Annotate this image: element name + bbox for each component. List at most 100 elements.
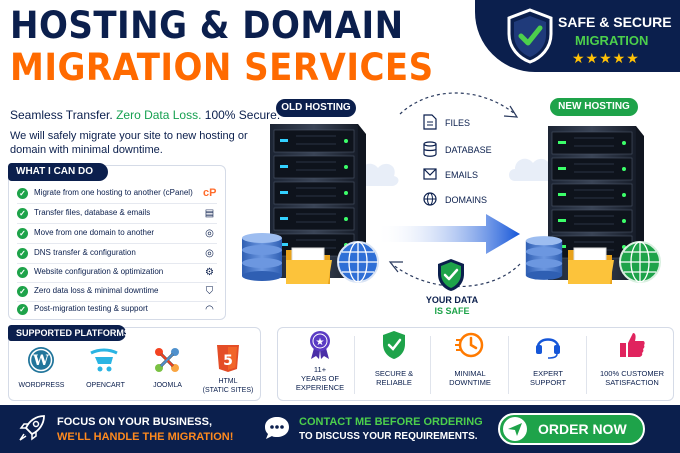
cpanel-icon: cP — [203, 187, 217, 199]
new-hosting-label: NEW HOSTING — [550, 98, 638, 116]
new-server-icon — [548, 126, 644, 280]
feature-experience: ★ 11+ YEARS OF EXPERIENCE — [282, 330, 358, 392]
service-separator — [17, 263, 217, 264]
chat-icon — [265, 417, 289, 439]
shield-icon: ⛉ — [205, 286, 214, 297]
star-rating: ★★★★★ — [572, 50, 640, 66]
service-separator — [17, 203, 217, 204]
services-panel — [8, 165, 226, 320]
service-label: Transfer files, database & emails — [34, 208, 151, 217]
service-item: ✓ Transfer files, database & emails ▤ — [17, 205, 222, 223]
headset-icon: ◠ — [205, 304, 214, 315]
award-icon: ★ — [310, 331, 330, 359]
feature-label: 11+ YEARS OF EXPERIENCE — [295, 365, 345, 392]
badge-line-2: MIGRATION — [575, 33, 649, 48]
platform-html-label: HTML (STATIC SITES) — [202, 378, 254, 394]
check-icon: ✓ — [17, 304, 28, 315]
features-panel — [277, 327, 674, 401]
tagline-part-3: 100% Secure. — [204, 108, 281, 122]
service-label: DNS transfer & configuration — [34, 248, 136, 257]
shield-check-icon — [383, 331, 405, 359]
contact-line-2: TO DISCUSS YOUR REQUIREMENTS. — [299, 431, 478, 442]
badge-line-1: SAFE & SECURE — [558, 14, 672, 30]
svg-text:W: W — [32, 353, 49, 369]
rocket-icon — [19, 415, 45, 441]
order-now-button[interactable]: ORDER NOW — [498, 413, 645, 445]
check-icon: ✓ — [17, 188, 28, 199]
opencart-icon — [90, 348, 118, 372]
globe-icon — [619, 241, 661, 283]
title-line-1: HOSTING & DOMAIN — [10, 4, 404, 47]
tagline: Seamless Transfer. Zero Data Loss. 100% … — [10, 108, 280, 122]
migration-arrow — [376, 214, 520, 254]
wordpress-icon: W — [28, 347, 54, 373]
service-label: Zero data loss & minimal downtime — [34, 286, 159, 295]
headset-icon — [536, 338, 560, 359]
feature-support: EXPERT SUPPORT — [510, 330, 586, 387]
feature-divider — [586, 336, 587, 394]
platform-wordpress-label: WORDPRESS — [18, 382, 65, 389]
service-separator — [17, 223, 217, 224]
html5-glyph: 5 — [223, 353, 233, 369]
platform-joomla-label: JOOMLA — [153, 382, 182, 389]
migration-item-label: DOMAINS — [445, 195, 488, 205]
service-label: Migrate from one hosting to another (cPa… — [34, 188, 193, 197]
feature-divider — [430, 336, 431, 394]
service-item: ✓ Migrate from one hosting to another (cP… — [17, 185, 222, 203]
cloud-icon — [509, 158, 554, 181]
services-heading: WHAT I CAN DO — [8, 163, 108, 181]
globe-icon: ◎ — [205, 248, 214, 259]
shield-check-icon — [438, 259, 464, 291]
file-icon: ▤ — [204, 208, 215, 219]
tagline-part-2: Zero Data Loss. — [116, 108, 202, 122]
send-icon — [508, 423, 522, 436]
send-icon-circle — [503, 417, 527, 441]
check-icon: ✓ — [17, 286, 28, 297]
feature-label: SECURE & RELIABLE — [374, 369, 414, 387]
feature-secure: SECURE & RELIABLE — [356, 330, 432, 387]
service-separator — [17, 301, 217, 302]
platforms-panel — [8, 327, 261, 401]
database-icon — [423, 141, 437, 157]
envelope-icon — [423, 168, 437, 180]
old-hosting-label: OLD HOSTING — [276, 99, 356, 117]
feature-label: 100% CUSTOMER SATISFACTION — [599, 369, 665, 387]
feature-downtime: MINIMAL DOWNTIME — [432, 330, 508, 387]
service-item: ✓Website configuration & optimization⚙ — [17, 264, 222, 282]
focus-line-1: FOCUS ON YOUR BUSINESS, — [57, 416, 213, 428]
thumbs-up-icon — [620, 333, 645, 357]
feature-divider — [354, 336, 355, 394]
globe-icon — [337, 241, 379, 283]
order-now-label: ORDER NOW — [538, 421, 627, 437]
service-item: ✓ DNS transfer & configuration ◎ — [17, 245, 222, 263]
platform-opencart-label: OPENCART — [86, 382, 125, 389]
globe-icon: ◎ — [205, 228, 214, 239]
svg-text:★: ★ — [316, 337, 325, 348]
feature-label: EXPERT SUPPORT — [529, 369, 567, 387]
check-icon: ✓ — [17, 208, 28, 219]
folder-icon — [286, 247, 332, 284]
feature-label: MINIMAL DOWNTIME — [449, 369, 491, 387]
service-item: ✓Post-migration testing & support◠ — [17, 301, 222, 319]
check-icon: ✓ — [17, 228, 28, 239]
check-icon: ✓ — [17, 267, 28, 278]
migration-item-label: EMAILS — [445, 170, 479, 180]
file-icon — [423, 114, 437, 130]
clock-icon — [455, 332, 484, 358]
feature-satisfaction: 100% CUSTOMER SATISFACTION — [590, 330, 674, 387]
check-icon: ✓ — [17, 248, 28, 259]
contact-line-1: CONTACT ME BEFORE ORDERING — [299, 416, 483, 428]
feature-divider — [508, 336, 509, 394]
platforms-heading: SUPPORTED PLATFORMS — [8, 325, 130, 341]
service-separator — [17, 282, 217, 283]
service-item: ✓ Zero data loss & minimal downtime ⛉ — [17, 283, 222, 301]
migration-item-label: DATABASE — [445, 145, 492, 155]
safe-line-2: IS SAFE — [434, 306, 470, 316]
joomla-icon — [155, 348, 179, 372]
title-line-2: MIGRATION SERVICES — [10, 46, 434, 89]
focus-line-2: WE'LL HANDLE THE MIGRATION! — [57, 431, 234, 443]
database-icon — [242, 233, 282, 281]
intro-text: We will safely migrate your site to new … — [10, 130, 248, 156]
gear-icon: ⚙ — [205, 267, 214, 278]
globe-icon — [423, 192, 437, 206]
